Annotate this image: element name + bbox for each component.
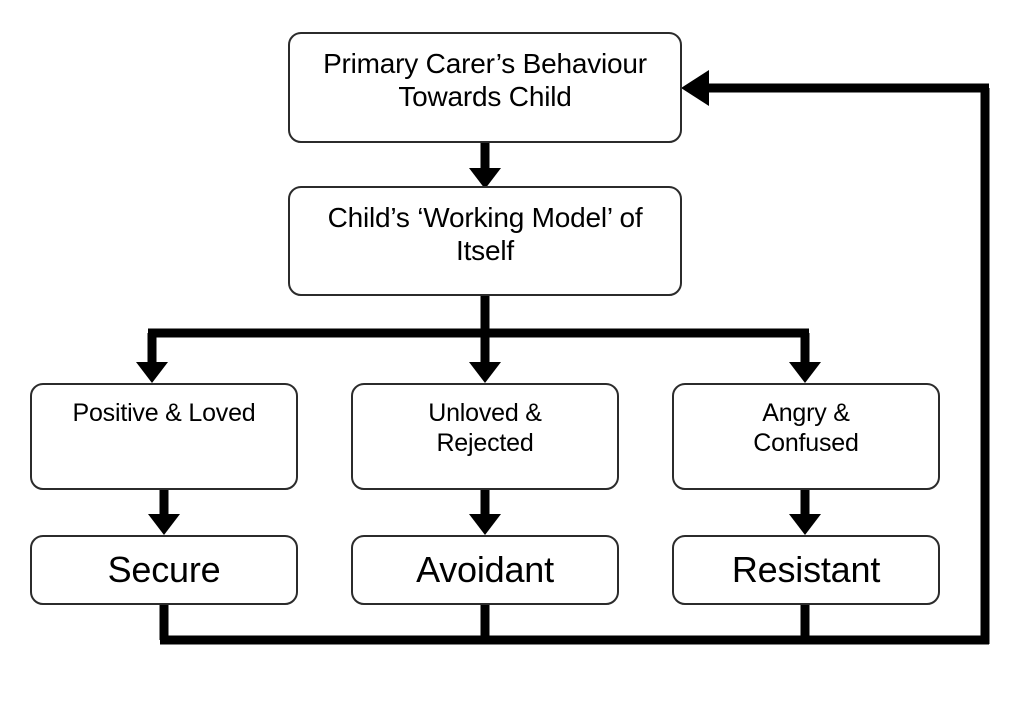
node-model-angry-label: Angry & Confused xyxy=(753,399,859,457)
node-model-positive[interactable]: Positive & Loved xyxy=(30,383,298,490)
node-style-resistant-label: Resistant xyxy=(731,548,881,590)
node-style-resistant[interactable]: Resistant xyxy=(672,535,940,605)
node-working-model[interactable]: Child’s ‘Working Model’ of Itself xyxy=(288,186,682,296)
node-model-angry[interactable]: Angry & Confused xyxy=(672,383,940,490)
node-carer-behaviour[interactable]: Primary Carer’s Behaviour Towards Child xyxy=(288,32,682,143)
connector-angry-to-resistant xyxy=(789,490,821,535)
node-working-model-label: Child’s ‘Working Model’ of Itself xyxy=(327,202,643,267)
node-style-secure-label: Secure xyxy=(107,548,221,590)
node-style-avoidant[interactable]: Avoidant xyxy=(351,535,619,605)
node-model-unloved-label: Unloved & Rejected xyxy=(428,399,542,457)
node-model-positive-label: Positive & Loved xyxy=(72,399,256,427)
connector-unloved-to-avoidant xyxy=(469,490,501,535)
connector-working-model-split xyxy=(136,296,821,383)
node-carer-behaviour-label: Primary Carer’s Behaviour Towards Child xyxy=(323,48,647,113)
node-model-unloved[interactable]: Unloved & Rejected xyxy=(351,383,619,490)
connector-positive-to-secure xyxy=(148,490,180,535)
node-style-avoidant-label: Avoidant xyxy=(416,548,554,590)
connector-carer-to-working-model xyxy=(469,143,501,189)
node-style-secure[interactable]: Secure xyxy=(30,535,298,605)
